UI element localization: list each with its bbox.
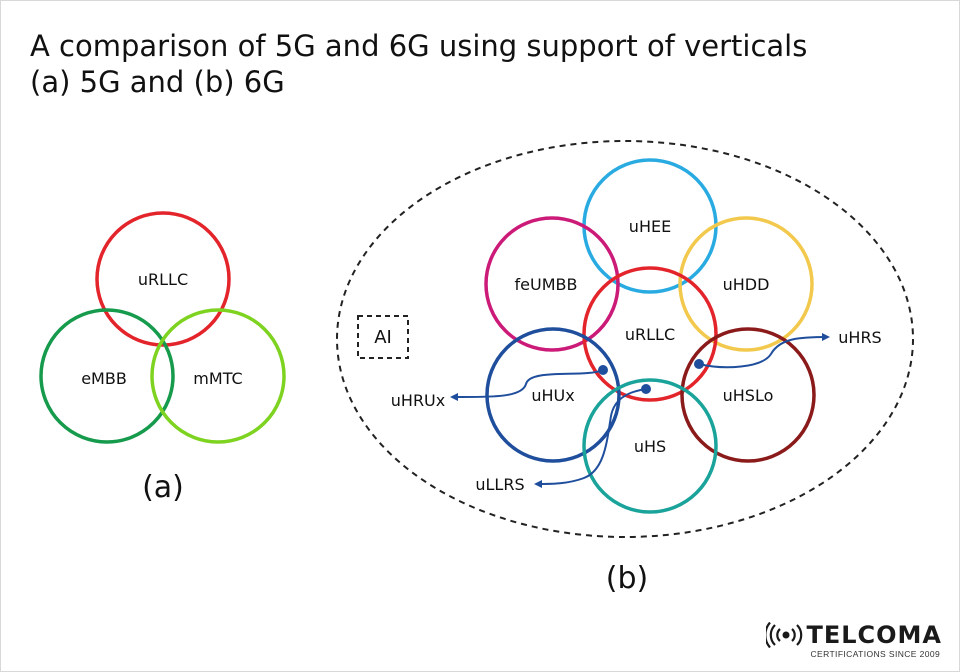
- logo-tagline: CERTIFICATIONS SINCE 2009: [810, 649, 941, 659]
- circle-a-mmtc: [150, 308, 286, 444]
- ai-boundary-ellipse: [336, 140, 914, 538]
- panel-b-6g: AI uHEE feUMBB uHDD uRLLC uHUx uHSLo uHS…: [336, 140, 914, 596]
- broadcast-signal-icon: [766, 622, 803, 648]
- circle-b-uhs: [582, 378, 718, 514]
- panel-a-5g: uRLLC eMBB mMTC (a): [39, 211, 286, 505]
- title-line-2: (a) 5G and (b) 6G: [30, 65, 285, 99]
- label-b-uhux: uHUx: [531, 386, 574, 405]
- circle-b-feumbb: [484, 216, 620, 352]
- label-a-mmtc: mMTC: [193, 369, 242, 388]
- label-uhrs: uHRS: [838, 328, 881, 347]
- callout-ullrs: uLLRS: [475, 384, 651, 494]
- arrow-uhrux: [450, 369, 604, 402]
- title-line-1: A comparison of 5G and 6G using support …: [30, 29, 808, 63]
- label-b-feumbb: feUMBB: [515, 275, 578, 294]
- telcoma-logo: TELCOMA CERTIFICATIONS SINCE 2009: [766, 622, 942, 659]
- circle-b-uhdd: [678, 216, 814, 352]
- arrow-uhrs: [698, 333, 830, 369]
- circle-a-embb: [39, 308, 175, 444]
- label-b-uhdd: uHDD: [723, 275, 770, 294]
- label-b-uhslo: uHSLo: [723, 386, 774, 405]
- caption-b: (b): [606, 561, 648, 596]
- circle-b-uhux: [485, 327, 621, 463]
- label-ullrs: uLLRS: [475, 475, 524, 494]
- callout-uhrux: uHRUx: [391, 365, 608, 410]
- label-a-urllc: uRLLC: [138, 270, 188, 289]
- circle-b-uhslo: [680, 327, 816, 463]
- label-b-uhee: uHEE: [629, 217, 671, 236]
- label-b-urllc: uRLLC: [625, 325, 675, 344]
- ai-label: AI: [374, 327, 392, 348]
- label-b-uhs: uHS: [634, 437, 666, 456]
- circle-b-urllc: [582, 266, 718, 402]
- ai-box: [357, 315, 409, 359]
- label-a-embb: eMBB: [81, 369, 127, 388]
- caption-a: (a): [142, 470, 184, 505]
- label-uhrux: uHRUx: [391, 391, 445, 410]
- slide-title: A comparison of 5G and 6G using support …: [30, 28, 807, 100]
- logo-name: TELCOMA: [806, 621, 942, 649]
- circle-a-urllc: [95, 211, 231, 347]
- callout-uhrs: uHRS: [694, 328, 882, 369]
- arrow-ullrs: [534, 388, 647, 488]
